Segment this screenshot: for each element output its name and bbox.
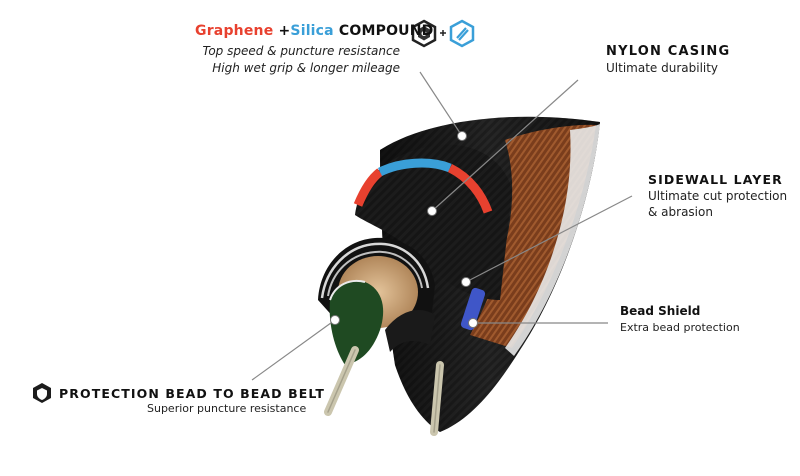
protection-belt-green <box>329 280 384 365</box>
callout-sidewall <box>465 195 633 283</box>
plus-icon <box>440 30 446 36</box>
graphene-icon <box>411 19 437 48</box>
nylon-casing-weave <box>470 124 596 348</box>
silica-icon <box>449 19 475 48</box>
compound-band-red-left <box>353 168 383 207</box>
compound-desc-line1: Top speed & puncture resistance <box>202 44 400 58</box>
sidewall-layer-title: SIDEWALL LAYER <box>648 172 783 187</box>
compound-band-red-right <box>447 163 493 214</box>
bead-shield-strip <box>460 287 486 331</box>
sidewall-edge <box>505 124 600 356</box>
compound-graphene-label: Graphene <box>195 23 274 39</box>
sidewall-layer-desc-line1: Ultimate cut protection <box>648 189 788 203</box>
protection-belt-title: PROTECTION BEAD TO BEAD BELT <box>59 386 325 401</box>
callout-compound <box>419 71 463 137</box>
compound-band-blue <box>377 158 452 177</box>
callout-nylon <box>431 79 579 212</box>
callout-protection-belt <box>251 319 336 381</box>
compound-plus-label: + <box>273 23 291 39</box>
compound-icons <box>411 19 475 48</box>
sidewall-layer-desc-line2: & abrasion <box>648 205 713 219</box>
bead-shield-title: Bead Shield <box>620 304 701 318</box>
compound-desc-line2: High wet grip & longer mileage <box>212 61 400 75</box>
bead-shield-desc: Extra bead protection <box>620 321 740 334</box>
compound-rest-label: COMPOUND <box>333 23 434 39</box>
protection-belt-desc: Superior puncture resistance <box>147 402 307 415</box>
compound-silica-label: Silica <box>290 23 334 39</box>
nylon-casing-desc: Ultimate durability <box>606 61 719 75</box>
nylon-casing-title: NYLON CASING <box>606 44 731 59</box>
shield-icon <box>33 383 51 403</box>
compound-title: Graphene +Silica COMPOUND <box>195 23 433 39</box>
